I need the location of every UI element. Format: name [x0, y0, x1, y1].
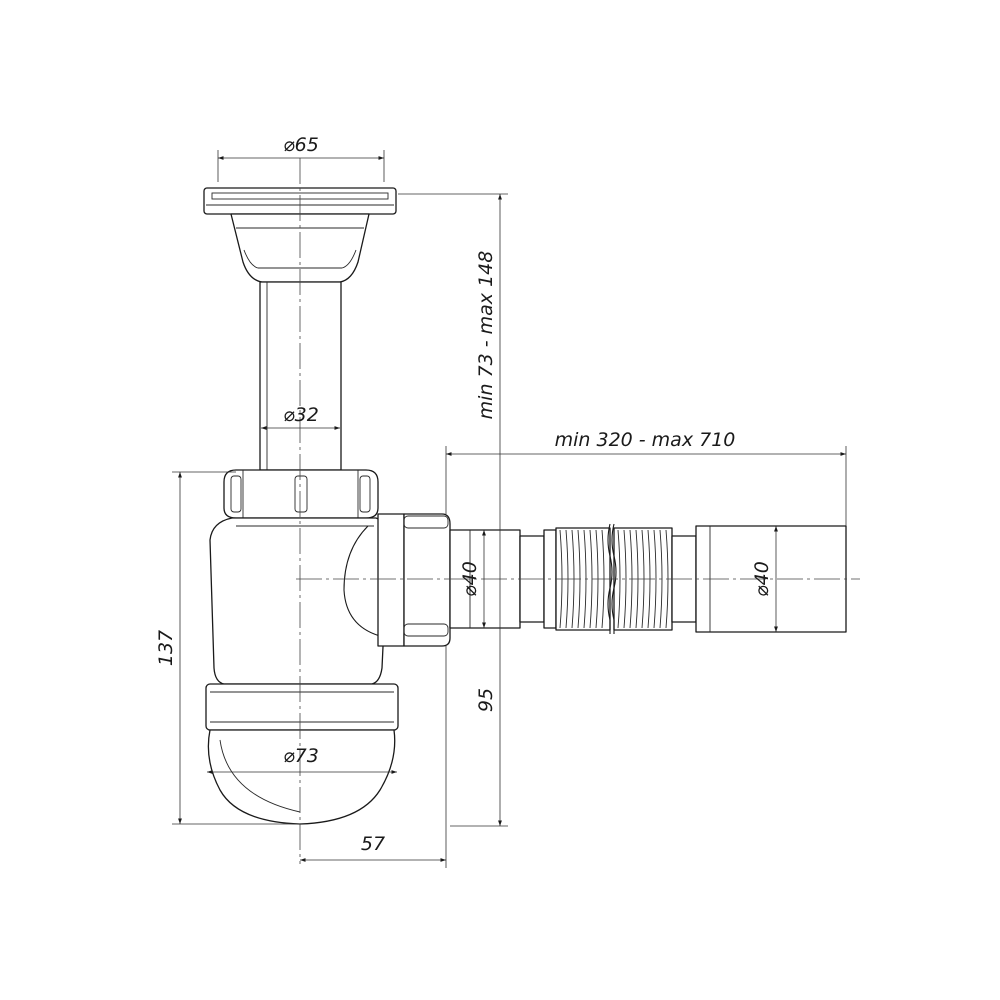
hose-length-range-label: min 320 - max 710 [555, 429, 736, 451]
pipe-diameter-label: ⌀32 [283, 404, 319, 426]
siphon-body [203, 187, 557, 825]
dimension-flange-diameter: ⌀65 [217, 134, 385, 182]
hose-rib [617, 529, 621, 629]
vertical-pipe [259, 281, 342, 471]
siphon-bottle [209, 517, 389, 685]
dimension-outlet-offset: 57 [300, 646, 447, 868]
dimension-pipe-length: min 73 - max 148 [398, 193, 508, 827]
dimension-overall-height: 137 [155, 471, 300, 825]
hose-rib [653, 529, 657, 629]
outlet-offset-label: 57 [361, 833, 385, 855]
dimension-hose-end-diameter: ⌀40 [751, 526, 778, 632]
bottom-cap [207, 729, 396, 825]
outlet-height-label: 95 [475, 688, 497, 712]
flange-diameter-label: ⌀65 [283, 134, 319, 156]
outlet-diameter-label: ⌀40 [459, 561, 481, 597]
pipe-length-range-label: min 73 - max 148 [475, 251, 497, 420]
outlet-socket [377, 513, 405, 647]
bottle-diameter-label: ⌀73 [283, 745, 319, 767]
dimension-outlet-diameter: ⌀40 [459, 530, 486, 628]
bottle-collar [205, 683, 399, 731]
dimension-outlet-height: 95 [475, 688, 497, 712]
hose-rib [623, 529, 627, 629]
dimension-pipe-diameter: ⌀32 [261, 404, 340, 430]
hose-end-diameter-label: ⌀40 [751, 561, 773, 597]
dimension-bottle-diameter: ⌀73 [207, 745, 397, 774]
dimension-hose-length: min 320 - max 710 [445, 429, 847, 526]
union-nut [223, 469, 379, 519]
outlet-nut [403, 513, 451, 647]
overall-height-label: 137 [155, 630, 177, 666]
